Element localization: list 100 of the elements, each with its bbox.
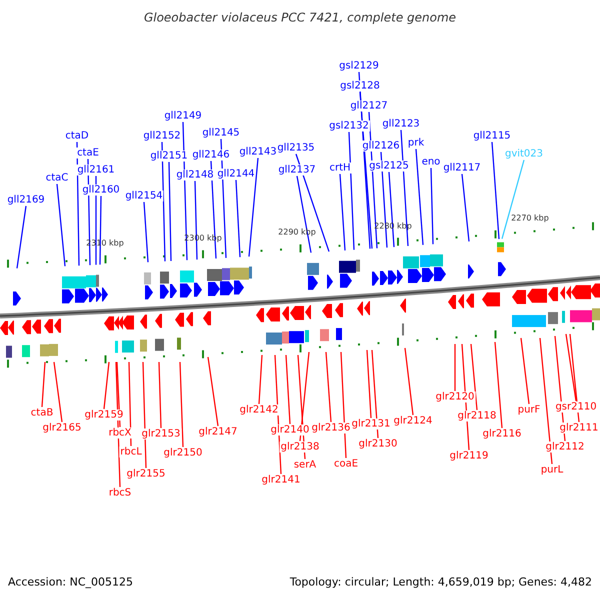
gene-label: rbcS xyxy=(108,488,132,498)
gene-label: gll2154 xyxy=(124,190,164,202)
leader-line xyxy=(179,362,184,448)
leader-line xyxy=(16,206,27,268)
leader-line xyxy=(258,354,263,404)
gene-label: gll2135 xyxy=(276,142,316,154)
gene-label: gll2123 xyxy=(381,118,421,130)
gene-label: gsl2132 xyxy=(328,120,370,132)
gene-label: gll2117 xyxy=(442,162,482,174)
leader-line xyxy=(235,180,241,258)
gene-label: gll2145 xyxy=(201,128,241,138)
gene-label: gll2148 xyxy=(175,170,215,180)
gene-label: gsl2125 xyxy=(368,160,410,172)
leader-line xyxy=(520,338,530,404)
leader-line xyxy=(380,152,388,248)
kbp-label: 2270 kbp xyxy=(511,212,549,224)
gene-label: rbcX xyxy=(108,428,132,438)
leader-line xyxy=(285,354,291,424)
leader-line xyxy=(41,362,46,408)
gene-label: glr2159 xyxy=(84,410,124,420)
leader-line xyxy=(340,352,347,458)
leader-line xyxy=(99,196,102,265)
leader-line xyxy=(299,352,310,442)
gene-label: purF xyxy=(516,404,542,416)
gene-label: gll2151 xyxy=(149,150,189,162)
gene-label: glr2130 xyxy=(358,438,398,450)
gene-label: glr2119 xyxy=(448,450,490,462)
gene-label: gll2161 xyxy=(76,164,116,176)
gene-label: glr2120 xyxy=(434,392,476,402)
gene-label: glr2124 xyxy=(392,416,434,426)
leader-line xyxy=(248,158,259,257)
gene-label: glr2153 xyxy=(140,428,182,440)
leader-line xyxy=(491,142,500,240)
leader-line xyxy=(388,172,395,248)
gene-label: glr2131 xyxy=(350,418,392,430)
gene-label: gll2127 xyxy=(349,100,389,112)
gene-label: glr2111 xyxy=(558,422,600,434)
leader-line xyxy=(348,132,355,250)
gene-label: glr2142 xyxy=(238,404,280,416)
leader-line xyxy=(565,334,577,402)
leader-line xyxy=(404,348,414,416)
leader-line xyxy=(494,342,503,428)
gene-label: ctaD xyxy=(64,130,90,142)
accession-note: Accession: NC_005125 xyxy=(8,576,134,588)
gene-label: ctaE xyxy=(76,148,100,158)
leader-line xyxy=(103,362,110,410)
title: Gloeobacter violaceus PCC 7421, complete genome xyxy=(144,12,456,24)
gene-label: glr2112 xyxy=(544,442,586,452)
gene-label: gll2152 xyxy=(142,130,182,142)
gene-label: gsl2128 xyxy=(339,80,381,92)
leader-line xyxy=(366,350,372,418)
gene-label: gsr2110 xyxy=(554,402,598,412)
gene-label: glr2118 xyxy=(456,410,498,422)
leader-line xyxy=(143,202,149,262)
gene-label: gvit023 xyxy=(504,148,544,160)
leader-line xyxy=(325,352,332,422)
leader-line xyxy=(210,160,217,259)
leader-line xyxy=(207,356,219,426)
gene-label: glr2150 xyxy=(162,448,204,458)
gene-label: gll2144 xyxy=(216,168,256,180)
leader-line xyxy=(296,176,312,253)
gene-label: serA xyxy=(292,460,318,470)
leader-line xyxy=(142,362,147,468)
gene-label: glr2147 xyxy=(198,426,238,438)
gene-label: ctaC xyxy=(44,172,70,184)
gene-label: glr2155 xyxy=(126,468,166,480)
gene-label: coaE xyxy=(332,458,360,470)
leader-line xyxy=(569,334,580,422)
gene-label: crtH xyxy=(328,162,352,174)
gene-label: purL xyxy=(540,464,564,476)
gene-label: gll2149 xyxy=(163,110,203,122)
gene-label: gsl2129 xyxy=(338,60,380,72)
leader-line xyxy=(454,344,456,391)
gene-label: gll2115 xyxy=(472,130,512,142)
leader-line xyxy=(400,130,409,246)
leader-line xyxy=(56,184,66,266)
leader-line xyxy=(295,154,330,252)
gene-label: glr2116 xyxy=(482,428,522,440)
gene-label: gll2160 xyxy=(81,184,121,196)
gene-label: glr2140 xyxy=(270,424,310,436)
gene-label: gll2137 xyxy=(277,164,317,176)
leader-line xyxy=(371,350,379,438)
gene-label: gll2169 xyxy=(6,194,46,206)
gene-label: gll2146 xyxy=(191,150,231,160)
leader-line xyxy=(158,362,162,428)
gene-label: glr2141 xyxy=(260,474,302,486)
leader-line xyxy=(461,174,470,242)
gene-label: prk xyxy=(406,138,426,148)
leader-line xyxy=(128,362,132,446)
gene-label: glr2136 xyxy=(310,422,352,434)
leader-line xyxy=(339,174,346,250)
gene-label: eno xyxy=(420,156,442,168)
leader-line xyxy=(168,162,172,261)
gene-label: rbcL xyxy=(119,446,143,458)
leader-line xyxy=(415,148,424,245)
leader-line xyxy=(501,160,525,239)
leader-line xyxy=(194,180,198,260)
leader-line xyxy=(161,142,166,262)
gene-label: ctaB xyxy=(30,408,54,418)
leader-line xyxy=(430,168,434,244)
